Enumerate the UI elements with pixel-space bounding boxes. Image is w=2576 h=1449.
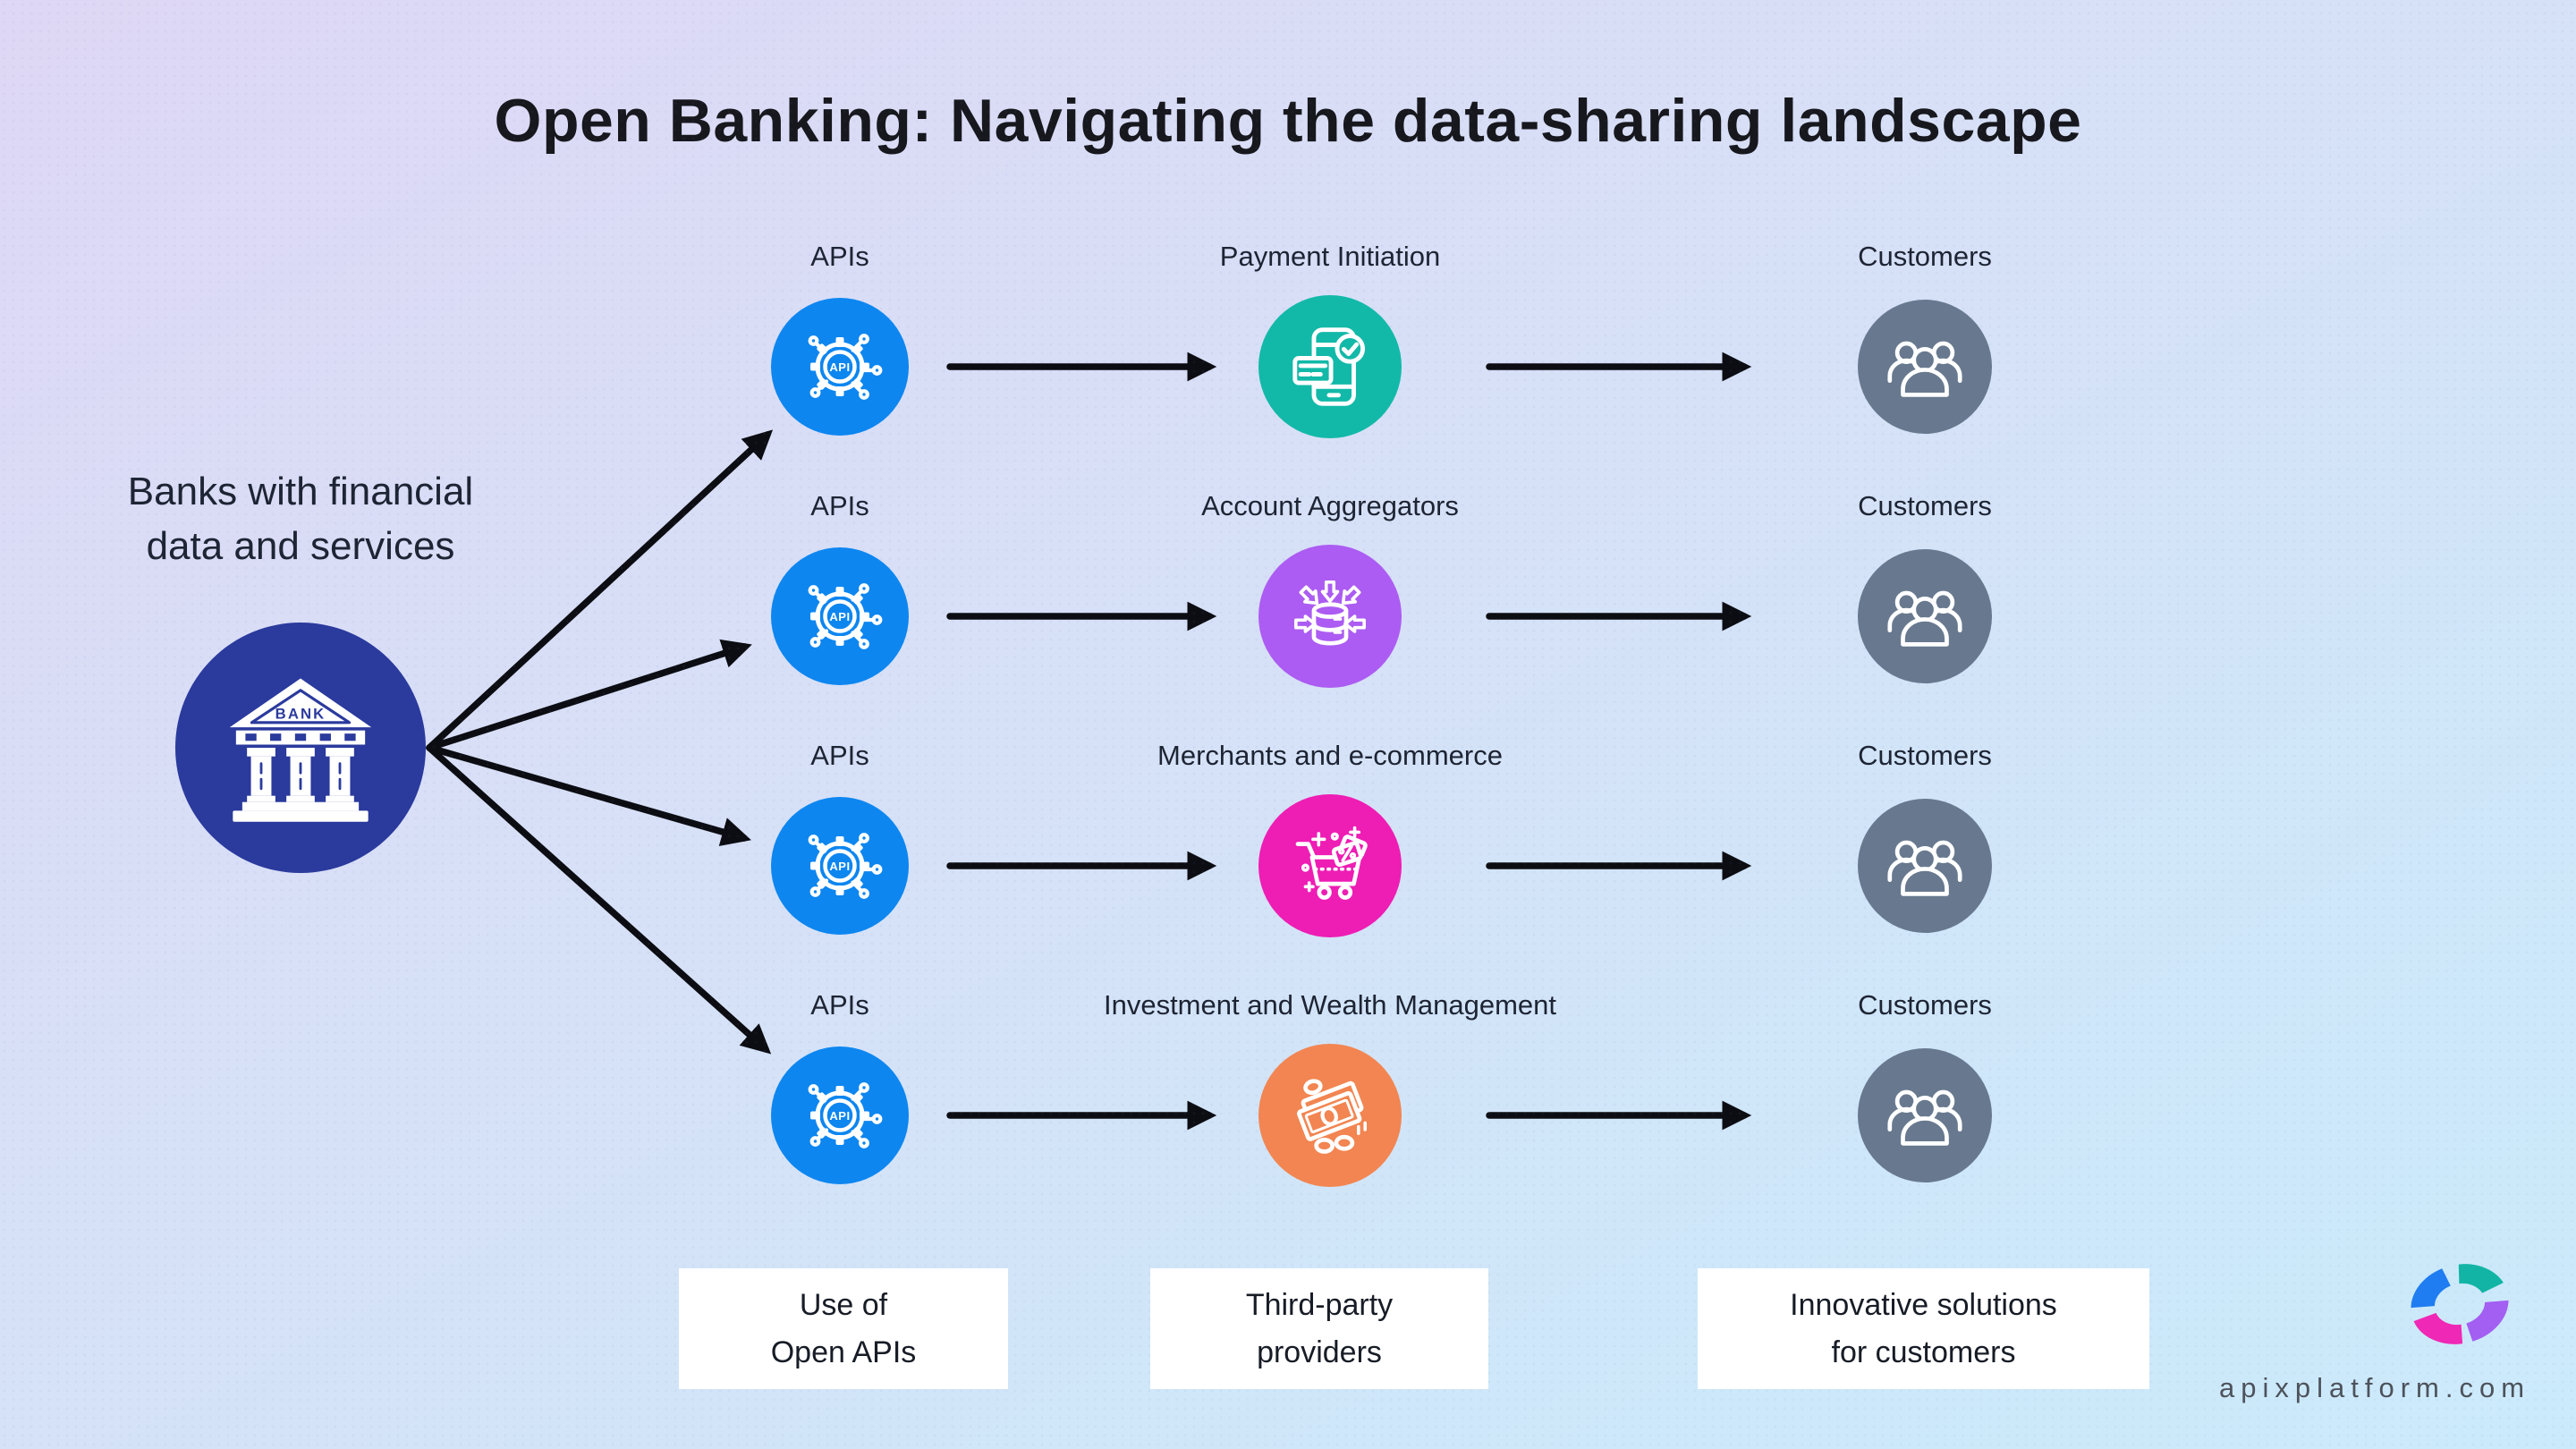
customers-node-row4 xyxy=(1858,1048,1992,1182)
customers-label-row3: Customers xyxy=(1858,740,1992,771)
provider-label-payment-initiation: Payment Initiation xyxy=(1219,241,1441,272)
customers-group-icon xyxy=(1881,1072,1969,1159)
api-gear-icon xyxy=(795,322,885,411)
footer-box2-line1: Third-party xyxy=(1245,1287,1394,1322)
customers-node-row2 xyxy=(1858,549,1992,683)
provider-label-merchants-ecommerce: Merchants and e-commerce xyxy=(1157,740,1503,771)
customers-node-row1 xyxy=(1858,300,1992,434)
api-label-row2: APIs xyxy=(810,490,869,521)
page-title: Open Banking: Navigating the data-sharin… xyxy=(494,87,2082,155)
api-label-row1: APIs xyxy=(810,241,869,272)
footer-box2-line2: providers xyxy=(1257,1335,1382,1369)
customers-group-icon xyxy=(1881,822,1969,910)
provider-node-account-aggregators xyxy=(1258,545,1402,688)
provider-node-merchants-ecommerce xyxy=(1258,794,1402,937)
footer-box-use-of-open-apis: Use of Open APIs xyxy=(679,1268,1008,1389)
customers-label-row4: Customers xyxy=(1858,989,1992,1021)
footer-box1-line1: Use of xyxy=(799,1287,888,1322)
bank-label-line1: Banks with financial xyxy=(127,470,474,513)
customers-label-row1: Customers xyxy=(1858,241,1992,272)
customers-node-row3 xyxy=(1858,799,1992,933)
money-notes-icon xyxy=(1283,1068,1377,1163)
api-node-row2 xyxy=(771,547,909,685)
bank-label: Banks with financial data and services xyxy=(59,465,542,573)
footer-box-third-party-providers: Third-party providers xyxy=(1150,1268,1488,1389)
api-label-row3: APIs xyxy=(810,740,869,771)
api-gear-icon xyxy=(795,1071,885,1160)
footer-box-innovative-solutions: Innovative solutions for customers xyxy=(1698,1268,2149,1389)
customers-group-icon xyxy=(1881,572,1969,660)
api-gear-icon xyxy=(795,572,885,661)
database-aggregation-icon xyxy=(1283,569,1377,664)
api-gear-icon xyxy=(795,821,885,911)
apix-ring-logo xyxy=(2404,1252,2515,1356)
provider-node-investment-wealth xyxy=(1258,1044,1402,1187)
api-node-row1 xyxy=(771,298,909,436)
payment-phone-icon xyxy=(1283,319,1377,414)
api-label-row4: APIs xyxy=(810,989,869,1021)
shopping-cart-icon xyxy=(1283,818,1377,913)
bank-building-icon xyxy=(222,669,379,826)
bank-label-line2: data and services xyxy=(146,523,455,568)
brand-domain: apixplatform.com xyxy=(2218,1372,2531,1403)
apix-ring-logo-icon xyxy=(2404,1252,2515,1356)
provider-label-account-aggregators: Account Aggregators xyxy=(1201,490,1459,521)
provider-label-investment-wealth: Investment and Wealth Management xyxy=(1103,989,1557,1021)
api-node-row3 xyxy=(771,797,909,935)
provider-node-payment-initiation xyxy=(1258,295,1402,438)
footer-box1-line2: Open APIs xyxy=(770,1335,917,1369)
bank-node xyxy=(175,623,426,873)
footer-box3-line2: for customers xyxy=(1831,1335,2016,1369)
api-node-row4 xyxy=(771,1046,909,1184)
customers-group-icon xyxy=(1881,323,1969,411)
footer-box3-line1: Innovative solutions xyxy=(1790,1287,2057,1322)
customers-label-row2: Customers xyxy=(1858,490,1992,521)
